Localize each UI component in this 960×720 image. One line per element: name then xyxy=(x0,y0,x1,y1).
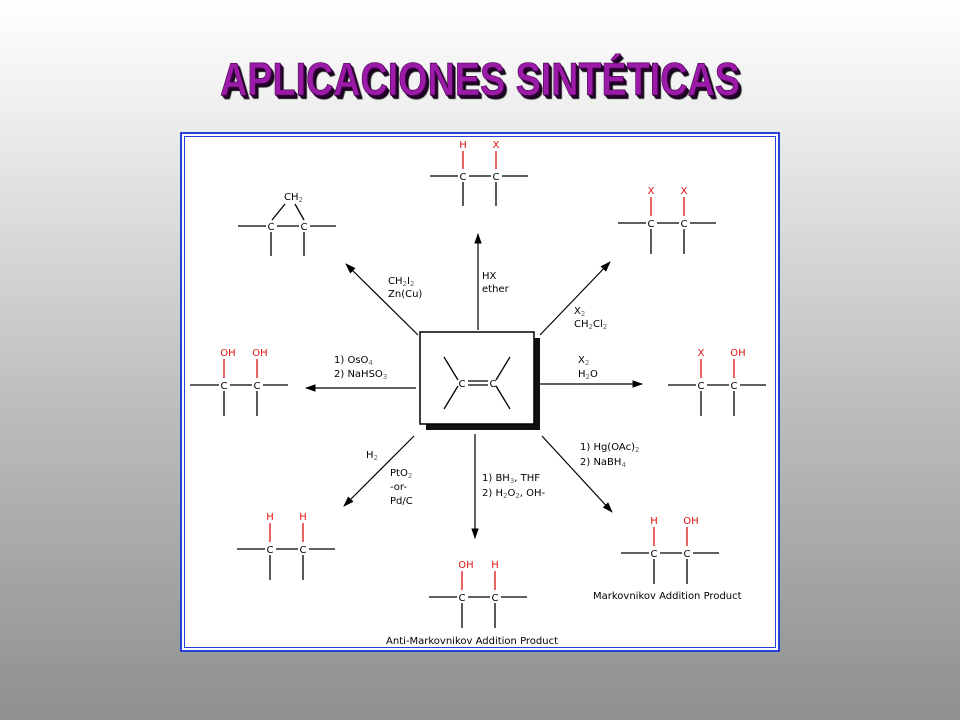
atom-oh: OH xyxy=(220,348,235,359)
atom-c: C xyxy=(648,219,655,230)
reagent-hx: HX ether xyxy=(482,271,510,295)
atom-h: H xyxy=(459,140,467,151)
product-dihalide: X X C C xyxy=(618,186,716,254)
product-anti-markovnikov: OH H C C Anti-Markovnikov Addition Produ… xyxy=(386,560,558,647)
reagent-ch2cl2: CH2Cl2 xyxy=(574,319,607,331)
reactant-carbon-right: C xyxy=(490,379,497,390)
atom-h: H xyxy=(650,516,658,527)
atom-x: X xyxy=(493,140,500,151)
reagent-pto2: PtO2 xyxy=(390,468,412,480)
reagent-ch2i2-line2: Zn(Cu) xyxy=(388,289,422,300)
product-alkane: H H C C xyxy=(237,512,335,580)
caption-markovnikov: Markovnikov Addition Product xyxy=(593,591,742,602)
atom-c: C xyxy=(460,172,467,183)
atom-c: C xyxy=(698,381,705,392)
reagent-h2: H2 xyxy=(366,450,378,462)
atom-c: C xyxy=(301,222,308,233)
atom-x: X xyxy=(681,186,688,197)
product-cyclopropane: CH2 C C xyxy=(238,192,336,256)
reaction-diagram-frame: C C H X C C X X C C xyxy=(180,132,780,652)
reaction-arrows xyxy=(304,232,644,540)
atom-c: C xyxy=(684,549,691,560)
atom-c: C xyxy=(731,381,738,392)
atom-c: C xyxy=(268,222,275,233)
atom-c: C xyxy=(681,219,688,230)
atom-h: H xyxy=(299,512,307,523)
product-diol: OH OH C C xyxy=(190,348,288,416)
reactant-box xyxy=(419,331,535,425)
arrow-up-left xyxy=(345,263,419,336)
atom-c: C xyxy=(459,593,466,604)
caption-anti-markovnikov: Anti-Markovnikov Addition Product xyxy=(386,636,558,647)
reagent-pdc: Pd/C xyxy=(390,496,413,507)
reagent-ch2i2: CH2I2 Zn(Cu) xyxy=(388,276,422,300)
atom-ch2: CH2 xyxy=(284,192,303,204)
atom-c: C xyxy=(221,381,228,392)
atom-x: X xyxy=(648,186,655,197)
reagent-oso4: 1) OsO4 2) NaHSO3 xyxy=(334,355,387,381)
reagent-hydroboration: 1) BH3, THF 2) H2O2, OH- xyxy=(482,473,546,500)
reagent-oso4-line1: 1) OsO4 xyxy=(334,355,373,367)
slide-title: APLICACIONES SINTÉTICAS xyxy=(220,53,740,106)
atom-oh: OH xyxy=(458,560,473,571)
atom-h: H xyxy=(266,512,274,523)
reagent-x2-h2o-line2: H2O xyxy=(578,369,598,381)
atom-c: C xyxy=(300,545,307,556)
atom-c: C xyxy=(651,549,658,560)
atom-oh: OH xyxy=(252,348,267,359)
alkene-reactant: C C xyxy=(419,331,540,430)
atom-c: C xyxy=(492,593,499,604)
atom-c: C xyxy=(267,545,274,556)
reagent-oxymercuration-line1: 1) Hg(OAc)2 xyxy=(580,442,639,454)
arrow-down-left xyxy=(343,435,415,507)
reagent-or: -or- xyxy=(390,482,407,493)
reagent-hx-line2: ether xyxy=(482,284,510,295)
atom-h: H xyxy=(491,560,499,571)
product-halohydrin: X OH C C xyxy=(668,348,766,416)
reagent-h2-catalyst: H2 PtO2 -or- Pd/C xyxy=(366,450,413,507)
atom-oh: OH xyxy=(730,348,745,359)
reagent-oxymercuration: 1) Hg(OAc)2 2) NaBH4 xyxy=(580,442,639,469)
reagent-x2-h2o-line1: X2 xyxy=(578,355,589,367)
product-markovnikov: H OH C C Markovnikov Addition Product xyxy=(593,516,742,602)
atom-c: C xyxy=(254,381,261,392)
arrow-down-right xyxy=(541,435,613,513)
reaction-diagram: C C H X C C X X C C xyxy=(190,140,766,647)
reagent-x2-ch2cl2: X2 CH2Cl2 xyxy=(574,306,607,331)
reagent-oso4-line2: 2) NaHSO3 xyxy=(334,369,387,381)
reagent-hydroboration-line1: 1) BH3, THF xyxy=(482,473,540,485)
product-hx-addition: H X C C xyxy=(430,140,528,206)
reactant-carbon-left: C xyxy=(459,379,466,390)
reagent-hx-line1: HX xyxy=(482,271,497,282)
arrow-up-right xyxy=(539,261,611,336)
atom-c: C xyxy=(493,172,500,183)
atom-oh: OH xyxy=(683,516,698,527)
atom-x: X xyxy=(698,348,705,359)
reagent-ch2i2-line1: CH2I2 xyxy=(388,276,414,288)
reagent-oxymercuration-line2: 2) NaBH4 xyxy=(580,457,626,469)
reagent-x2: X2 xyxy=(574,306,585,318)
reagent-hydroboration-line2: 2) H2O2, OH- xyxy=(482,488,546,500)
reagent-x2-h2o: X2 H2O xyxy=(578,355,598,381)
